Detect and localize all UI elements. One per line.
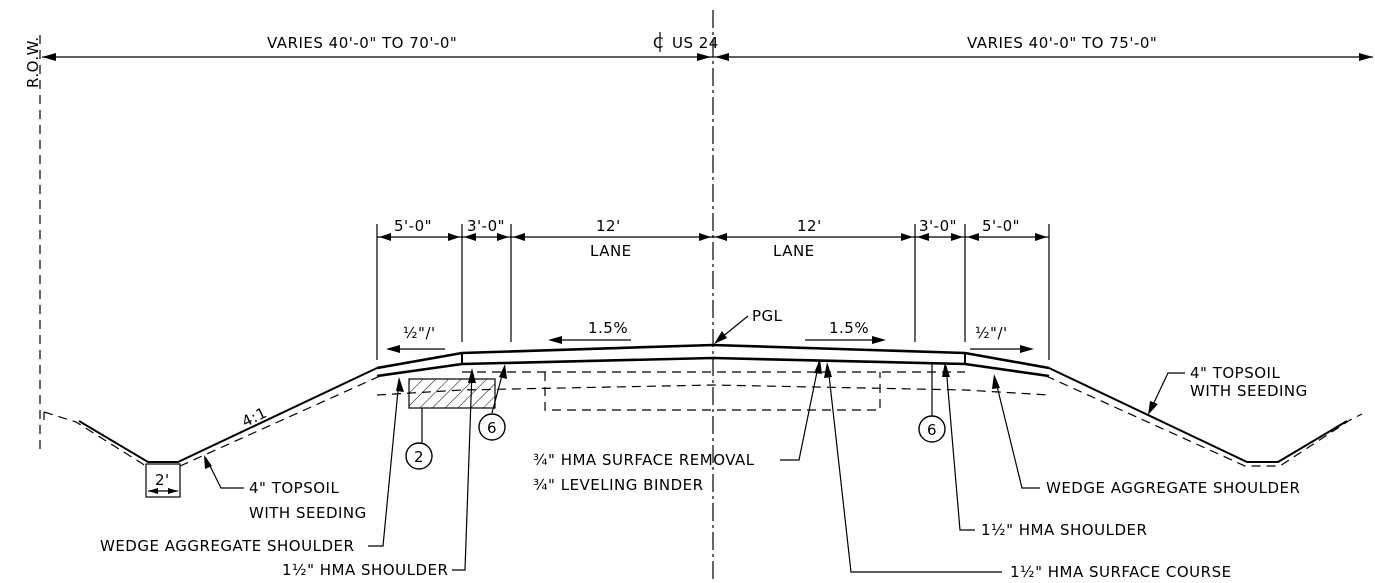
callout-6-right-label: 6 (927, 421, 937, 439)
leveling-binder-label: ¾" LEVELING BINDER (533, 476, 704, 494)
topsoil-left-leader (205, 457, 244, 489)
overall-arrow-center-r (715, 53, 729, 61)
surface-course-arrow (824, 362, 832, 378)
hma-shoulder-right-label: 1½" HMA SHOULDER (981, 521, 1147, 539)
topsoil-right-line2: WITH SEEDING (1190, 382, 1308, 400)
wedge-right-leader (994, 377, 1040, 489)
overall-arrow-right (1359, 53, 1373, 61)
dim-right-lane-width: 12' (797, 217, 822, 235)
callout-2-label: 2 (414, 448, 424, 466)
ground-left-dashed (43, 375, 381, 467)
topsoil-left-line2: WITH SEEDING (249, 504, 367, 522)
dim-right-lane-label: LANE (773, 242, 815, 260)
dim-right-shoulder-outer: 5'-0" (982, 217, 1020, 235)
right-width-text: VARIES 40'-0" TO 75'-0" (967, 34, 1157, 52)
wedge-left-leader (368, 379, 400, 547)
topsoil-left-line1: 4" TOPSOIL (249, 479, 339, 497)
callout-6-left-circle (478, 413, 506, 441)
existing-pavement-box (544, 372, 881, 411)
ditch-arrow-r (168, 488, 178, 494)
width-dimension-arrows (379, 233, 1047, 241)
wedge-left-label: WEDGE AGGREGATE SHOULDER (100, 537, 354, 555)
dim-left-shoulder-inner: 3'-0" (467, 217, 505, 235)
centerline-label: US 24 (672, 34, 719, 52)
callout-6-right-circle (918, 415, 946, 443)
hma-shoulder-right-arrow (942, 362, 950, 377)
svg-text:C: C (653, 34, 664, 52)
dim-right-shoulder-inner: 3'-0" (919, 217, 957, 235)
slope-arrows (386, 336, 1034, 353)
ground-left (78, 367, 378, 463)
ditch-width-label: 2' (155, 471, 170, 489)
topsoil-right-arrow (1148, 401, 1158, 415)
pgl-label: PGL (752, 307, 783, 325)
hma-shoulder-right-leader (945, 365, 975, 531)
overall-arrow-center-l (697, 53, 711, 61)
surface-removal-leader (780, 361, 820, 461)
width-dimension-extensions (376, 224, 1050, 360)
left-width-text: VARIES 40'-0" TO 70'-0" (267, 34, 457, 52)
hma-shoulder-left-label: 1½" HMA SHOULDER (282, 561, 448, 579)
slope-right-shoulder: ½"/' (975, 324, 1008, 342)
slope-right-lane: 1.5% (829, 319, 869, 337)
hma-shoulder-left-arrow (468, 368, 476, 383)
ditch-arrow-l (148, 488, 158, 494)
existing-surface (376, 384, 1050, 396)
surface-course-label: 1½" HMA SURFACE COURSE (1010, 563, 1232, 581)
row-label: R.O.W. (24, 36, 42, 88)
topsoil-left-arrow (204, 455, 212, 469)
hatched-shoulder-block (408, 378, 496, 409)
dim-left-shoulder-outer: 5'-0" (394, 217, 432, 235)
pgl-arrow (714, 331, 727, 344)
callout-2-circle (405, 442, 433, 470)
surface-removal-arrow (814, 359, 822, 374)
callout-6-left-arrow (499, 364, 507, 379)
wedge-right-label: WEDGE AGGREGATE SHOULDER (1046, 479, 1300, 497)
topsoil-right-leader (1149, 372, 1185, 412)
callout-6-left-label: 6 (487, 419, 497, 437)
slope-left-shoulder: ½"/' (403, 324, 436, 342)
topsoil-right-line1: 4" TOPSOIL (1190, 364, 1280, 382)
pavement-top (376, 343, 1050, 370)
surface-course-leader (827, 365, 1002, 573)
pavement-bottom (376, 356, 1050, 378)
centerline-symbol: C (653, 32, 664, 52)
slope-left-lane: 1.5% (588, 319, 628, 337)
hma-shoulder-left-leader (452, 370, 473, 571)
dim-left-lane-label: LANE (590, 242, 632, 260)
dim-left-lane-width: 12' (596, 217, 621, 235)
surface-removal-label: ¾" HMA SURFACE REMOVAL (533, 451, 755, 469)
side-slope-label: 4:1 (239, 403, 270, 430)
wedge-left-arrow (396, 377, 404, 392)
wedge-right-arrow (992, 374, 1000, 389)
overall-arrow-left (42, 53, 56, 61)
